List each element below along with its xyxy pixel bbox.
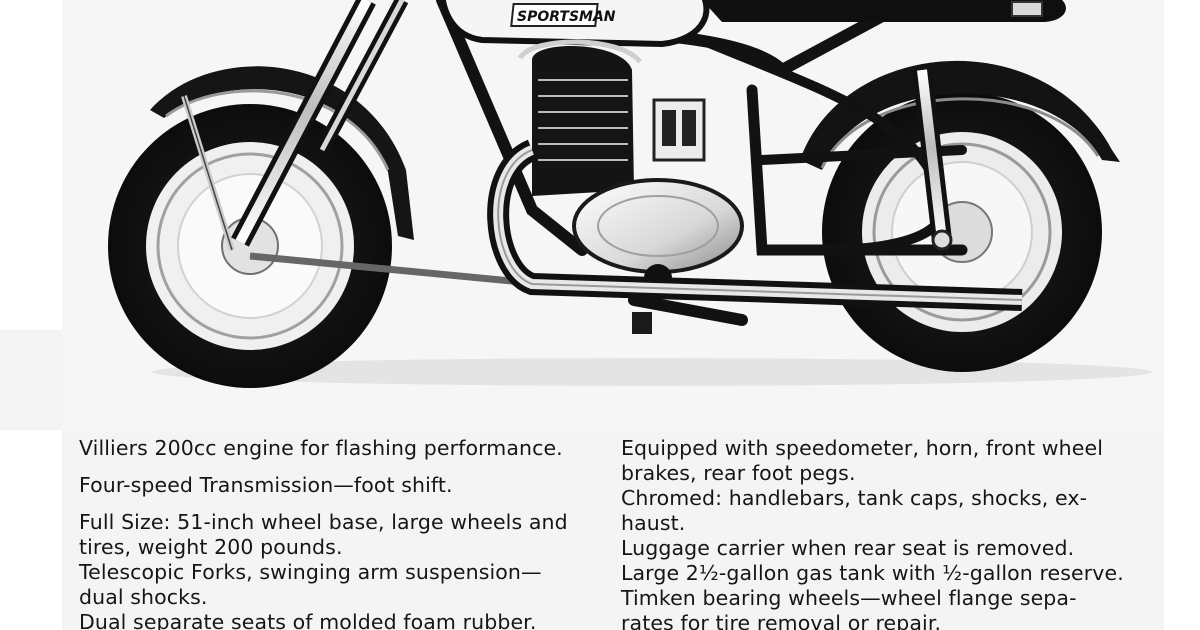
brake-rod xyxy=(249,252,523,286)
feature-line: Equipped with speedometer, horn, front w… xyxy=(621,436,1103,460)
feature-line: Chromed: handlebars, tank caps, shocks, … xyxy=(621,486,1088,510)
crankcase-cover xyxy=(572,178,744,274)
ground-shadow xyxy=(152,358,1152,386)
motorcycle-photo: SPORTSMAN xyxy=(62,0,1164,430)
tank-decal: SPORTSMAN xyxy=(517,9,616,25)
feature-line: Large 2½-gallon gas tank with ½-gallon r… xyxy=(621,561,1124,585)
footpeg xyxy=(628,294,748,326)
gas-tank: SPORTSMAN xyxy=(439,0,710,48)
feature-line: rates for tire removal or repair. xyxy=(621,611,942,630)
feature-line: dual shocks. xyxy=(79,585,208,609)
feature-line: Dual separate seats of molded foam rubbe… xyxy=(79,610,537,630)
exhaust-pipe xyxy=(487,139,1023,311)
rear-shock xyxy=(912,68,953,251)
features-left-column: Villiers 200cc engine for flashing perfo… xyxy=(79,436,599,630)
feature-line: haust. xyxy=(621,511,686,535)
page-margin-right xyxy=(1164,0,1200,630)
page-margin-left xyxy=(0,0,62,630)
rear-fender xyxy=(800,60,1120,170)
features-right-column: Equipped with speedometer, horn, front w… xyxy=(621,436,1131,630)
motorcycle-illustration: SPORTSMAN xyxy=(108,0,1152,388)
front-wheel xyxy=(108,104,392,388)
feature-line: Luggage carrier when rear seat is remove… xyxy=(621,536,1075,560)
engine xyxy=(517,39,744,292)
feature-line: Four-speed Transmission—foot shift. xyxy=(79,473,453,497)
rear-wheel xyxy=(822,92,1102,372)
feature-line: Villiers 200cc engine for flashing perfo… xyxy=(79,436,563,460)
feature-line: Full Size: 51-inch wheel base, large whe… xyxy=(79,510,568,534)
feature-line: Timken bearing wheels—wheel flange sepa- xyxy=(621,586,1077,610)
feature-line: Telescopic Forks, swinging arm suspensio… xyxy=(79,560,542,584)
margin-notch xyxy=(0,330,62,430)
seat xyxy=(702,0,1066,22)
feature-line: brakes, rear foot pegs. xyxy=(621,461,856,485)
feature-line: tires, weight 200 pounds. xyxy=(79,535,343,559)
telescopic-forks xyxy=(231,0,409,247)
